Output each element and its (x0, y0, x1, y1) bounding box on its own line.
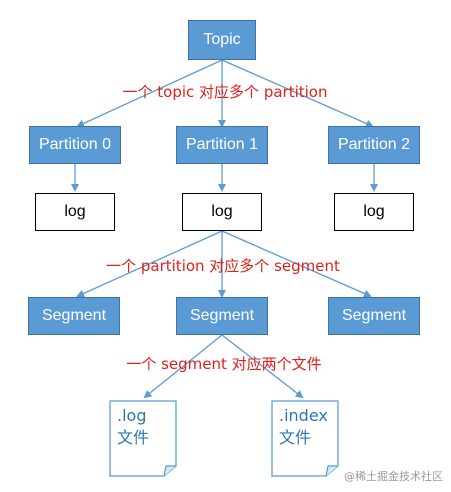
arrow-log-to-segment-2 (221, 230, 372, 298)
log-file-fold-corner (163, 465, 176, 477)
index-file-text: .index 文件 (279, 405, 328, 449)
annotation-topic-partition: 一个 topic 对应多个 partition (122, 83, 328, 101)
log-node-1: log (182, 193, 262, 231)
log-file-text: .log 文件 (117, 405, 149, 449)
log-label: log (363, 203, 385, 220)
segment-label: Segment (189, 307, 255, 324)
annotation-partition-segment: 一个 partition 对应多个 segment (106, 257, 340, 275)
partition-label: Partition 2 (337, 136, 411, 153)
partition-label: Partition 1 (185, 136, 259, 153)
partition-node-1: Partition 1 (176, 126, 268, 164)
log-node-2: log (334, 193, 414, 231)
arrow-topic-to-partition-0 (76, 59, 223, 128)
index-file-name: .index (279, 406, 328, 425)
index-file-fold-corner (325, 465, 338, 477)
segment-node-2: Segment (328, 297, 420, 335)
segment-label: Segment (341, 307, 407, 324)
partition-label: Partition 0 (38, 136, 112, 153)
log-file-kind: 文件 (117, 428, 150, 447)
segment-label: Segment (41, 307, 107, 324)
topic-label: Topic (203, 31, 241, 48)
arrow-log-to-segment-0 (76, 230, 223, 298)
partition-node-0: Partition 0 (29, 126, 121, 164)
annotation-segment-files: 一个 segment 对应两个文件 (126, 355, 322, 373)
segment-node-0: Segment (28, 297, 120, 335)
watermark: @稀土掘金技术社区 (344, 470, 443, 483)
topic-node: Topic (188, 20, 256, 60)
segment-node-1: Segment (176, 297, 268, 335)
arrow-segment-to-index-file (221, 334, 304, 399)
partition-node-2: Partition 2 (328, 126, 420, 164)
index-file-kind: 文件 (279, 428, 312, 447)
arrow-segment-to-log-file (143, 334, 223, 399)
log-node-0: log (35, 193, 115, 231)
log-label: log (211, 203, 233, 220)
log-label: log (64, 203, 86, 220)
arrow-topic-to-partition-2 (221, 59, 374, 128)
log-file-name: .log (117, 406, 147, 425)
